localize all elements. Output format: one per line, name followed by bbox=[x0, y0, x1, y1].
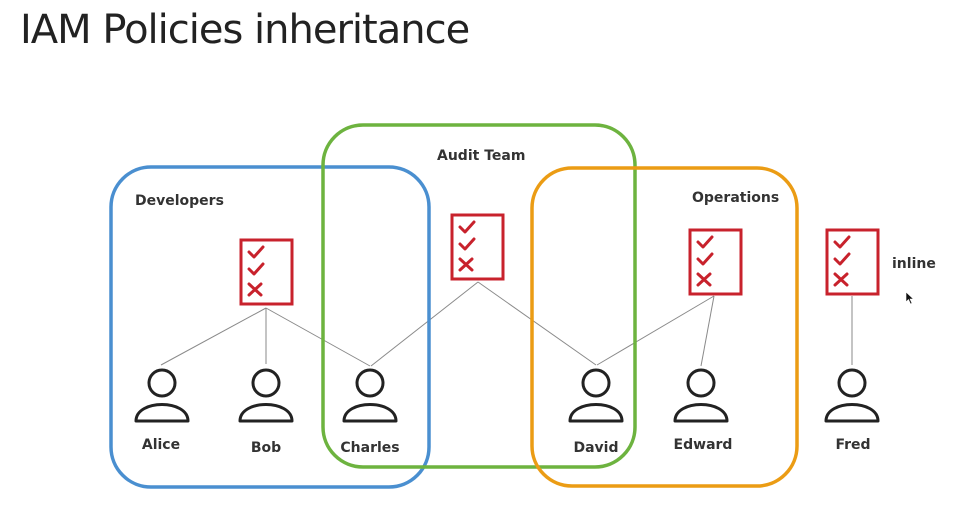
operations-group-box[interactable] bbox=[530, 166, 799, 488]
page-title: IAM Policies inheritance bbox=[20, 7, 470, 53]
david-user-name: David bbox=[573, 440, 618, 456]
fred-user-name: Fred bbox=[835, 437, 870, 453]
bob-user-name: Bob bbox=[251, 440, 281, 456]
alice-user-name: Alice bbox=[142, 437, 180, 453]
alice-user-icon[interactable] bbox=[134, 368, 190, 423]
connector-lines bbox=[160, 281, 853, 367]
bob-user-icon[interactable] bbox=[238, 368, 294, 423]
operations-policy-icon[interactable] bbox=[688, 228, 743, 296]
developers-group-label: Developers bbox=[135, 193, 224, 209]
developers-group-box[interactable] bbox=[109, 165, 431, 489]
audit-team-policy-icon[interactable] bbox=[450, 213, 505, 281]
edward-user-name: Edward bbox=[674, 437, 733, 453]
charles-user-name: Charles bbox=[340, 440, 399, 456]
audit-team-group-box[interactable] bbox=[321, 123, 637, 469]
connector-audit-charles bbox=[370, 281, 479, 367]
connector-audit-david bbox=[477, 281, 597, 366]
operations-group-label: Operations bbox=[692, 190, 779, 206]
developers-policy-icon[interactable] bbox=[239, 238, 294, 306]
edward-user-icon[interactable] bbox=[673, 368, 729, 423]
connector-ops-david bbox=[596, 295, 715, 366]
mouse-cursor-icon bbox=[905, 291, 915, 305]
charles-user-icon[interactable] bbox=[342, 368, 398, 423]
david-user-icon[interactable] bbox=[568, 368, 624, 423]
connector-dev-charles bbox=[265, 307, 371, 367]
inline-policy-label: inline bbox=[892, 256, 936, 272]
connector-dev-alice bbox=[160, 307, 267, 366]
inline-policy-icon[interactable] bbox=[825, 228, 880, 296]
fred-user-icon[interactable] bbox=[824, 368, 880, 423]
connector-ops-edward bbox=[700, 295, 715, 367]
audit-team-group-label: Audit Team bbox=[437, 148, 525, 164]
